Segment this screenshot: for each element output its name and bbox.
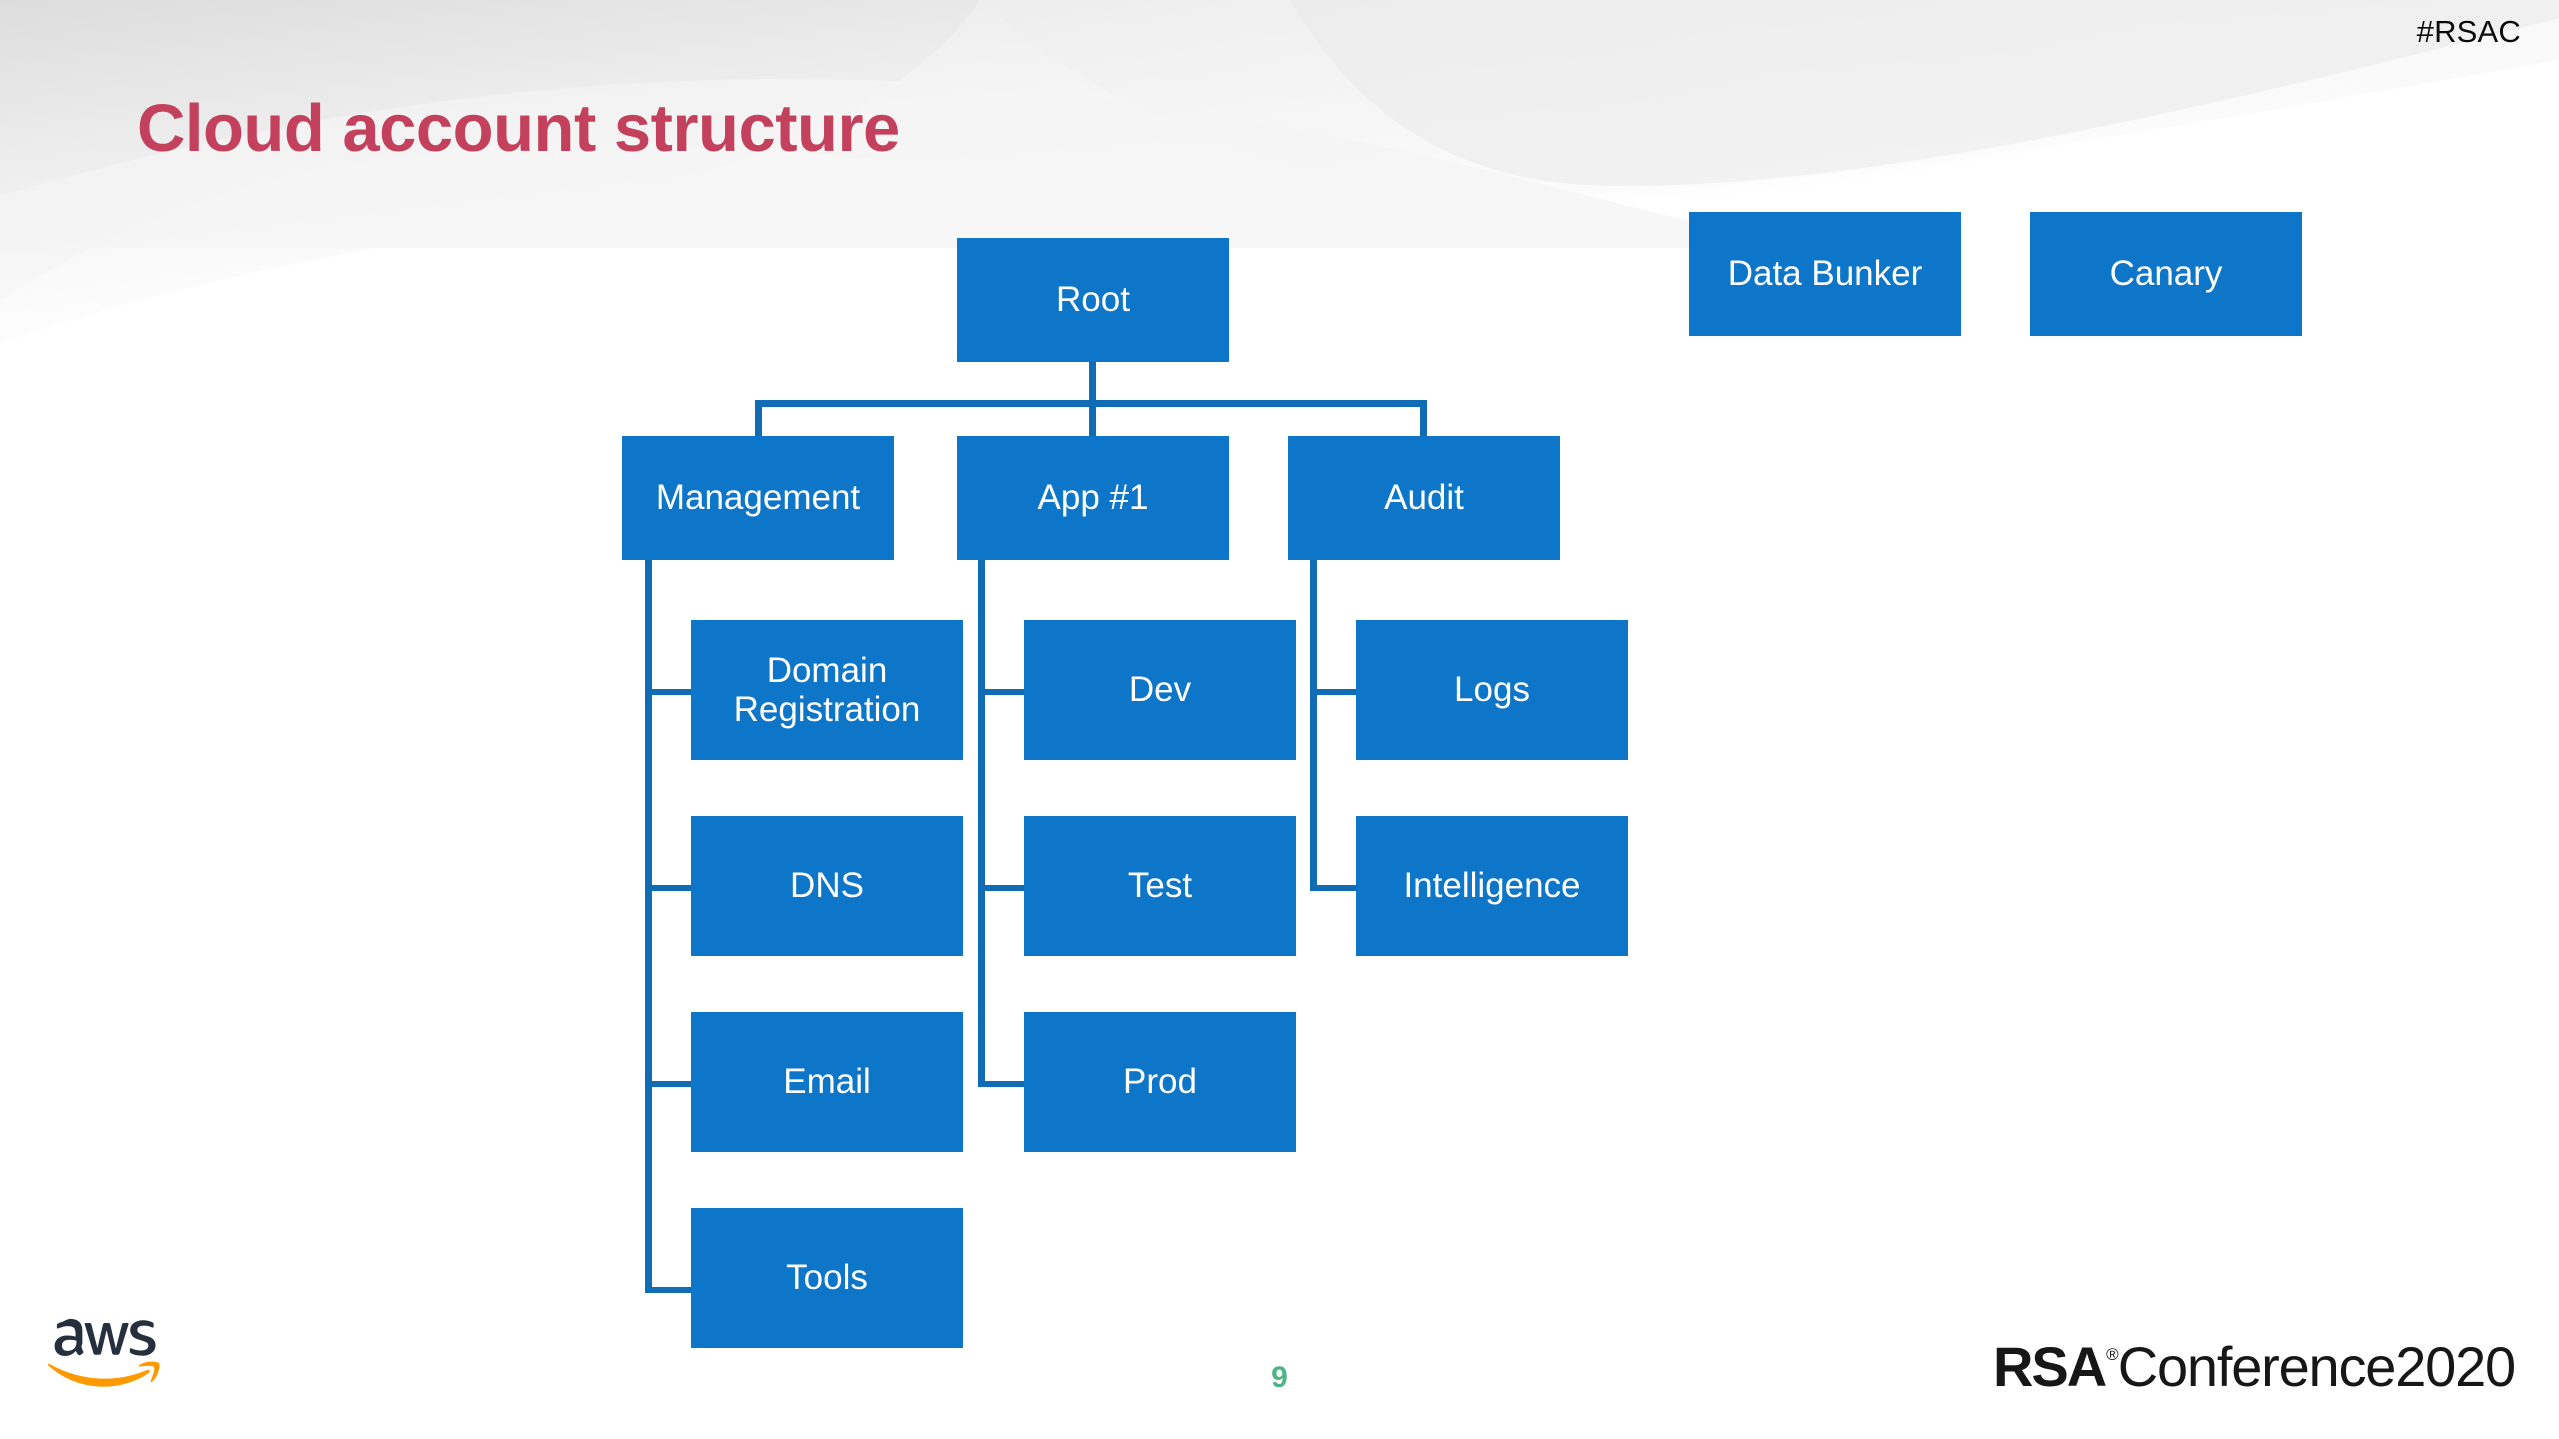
connector-management-stub-email — [645, 1081, 691, 1087]
org-node-tools[interactable]: Tools — [691, 1208, 963, 1348]
standalone-box-canary-label: Canary — [2109, 254, 2223, 293]
org-node-management-label: Management — [655, 478, 861, 518]
connector-management-spine — [645, 560, 652, 1293]
org-node-email-label: Email — [783, 1062, 871, 1102]
connector-management-stub-dns — [645, 885, 691, 891]
org-node-audit[interactable]: Audit — [1288, 436, 1560, 560]
rsa-conference-year: Conference2020 — [2117, 1335, 2516, 1398]
org-node-dns-label: DNS — [790, 866, 864, 906]
rsac-hashtag: #RSAC — [2416, 14, 2521, 49]
org-node-domain-registration[interactable]: Domain Registration — [691, 620, 963, 760]
org-node-prod-label: Prod — [1123, 1062, 1197, 1102]
standalone-box-data-bunker-label: Data Bunker — [1727, 254, 1923, 293]
connector-app1-stub-dev — [978, 689, 1024, 695]
org-node-root[interactable]: Root — [957, 238, 1229, 362]
aws-logo — [48, 1318, 160, 1387]
org-node-logs-label: Logs — [1454, 670, 1530, 710]
rsa-wordmark: RSA — [1992, 1335, 2107, 1398]
standalone-box-data-bunker[interactable]: Data Bunker — [1689, 212, 1961, 336]
connector-audit-spine — [1310, 560, 1317, 891]
org-node-logs[interactable]: Logs — [1356, 620, 1628, 760]
org-node-app1[interactable]: App #1 — [957, 436, 1229, 560]
connector-app1-spine — [978, 560, 985, 1087]
connector-root-drop-app1 — [1089, 400, 1096, 438]
org-node-root-label: Root — [1056, 280, 1130, 320]
connector-management-stub-tools — [645, 1287, 691, 1293]
connector-management-stub-domain — [645, 689, 691, 695]
org-node-management[interactable]: Management — [622, 436, 894, 560]
org-node-app1-label: App #1 — [1037, 478, 1149, 518]
org-node-audit-label: Audit — [1384, 478, 1464, 518]
org-node-tools-label: Tools — [786, 1258, 868, 1298]
connector-root-drop-audit — [1420, 400, 1427, 438]
org-node-intelligence-label: Intelligence — [1403, 866, 1581, 906]
rsa-conference-logo: RSA ® Conference2020 — [1992, 1334, 2516, 1399]
connector-audit-stub-logs — [1310, 689, 1356, 695]
org-node-dev[interactable]: Dev — [1024, 620, 1296, 760]
org-node-test[interactable]: Test — [1024, 816, 1296, 956]
page-number: 9 — [1271, 1361, 1288, 1394]
connector-audit-stub-intelligence — [1310, 885, 1356, 891]
connector-root-stem — [1089, 362, 1096, 406]
org-node-dns[interactable]: DNS — [691, 816, 963, 956]
org-node-intelligence[interactable]: Intelligence — [1356, 816, 1628, 956]
org-node-test-label: Test — [1127, 866, 1193, 906]
org-node-prod[interactable]: Prod — [1024, 1012, 1296, 1152]
registered-trademark-icon: ® — [2106, 1345, 2119, 1364]
page-title: Cloud account structure — [137, 91, 900, 166]
org-node-dev-label: Dev — [1128, 670, 1192, 710]
standalone-box-canary[interactable]: Canary — [2030, 212, 2302, 336]
connector-app1-stub-prod — [978, 1081, 1024, 1087]
connector-app1-stub-test — [978, 885, 1024, 891]
org-node-domain-registration-label: Domain Registration — [733, 650, 921, 729]
connector-root-drop-management — [755, 400, 762, 438]
org-node-email[interactable]: Email — [691, 1012, 963, 1152]
